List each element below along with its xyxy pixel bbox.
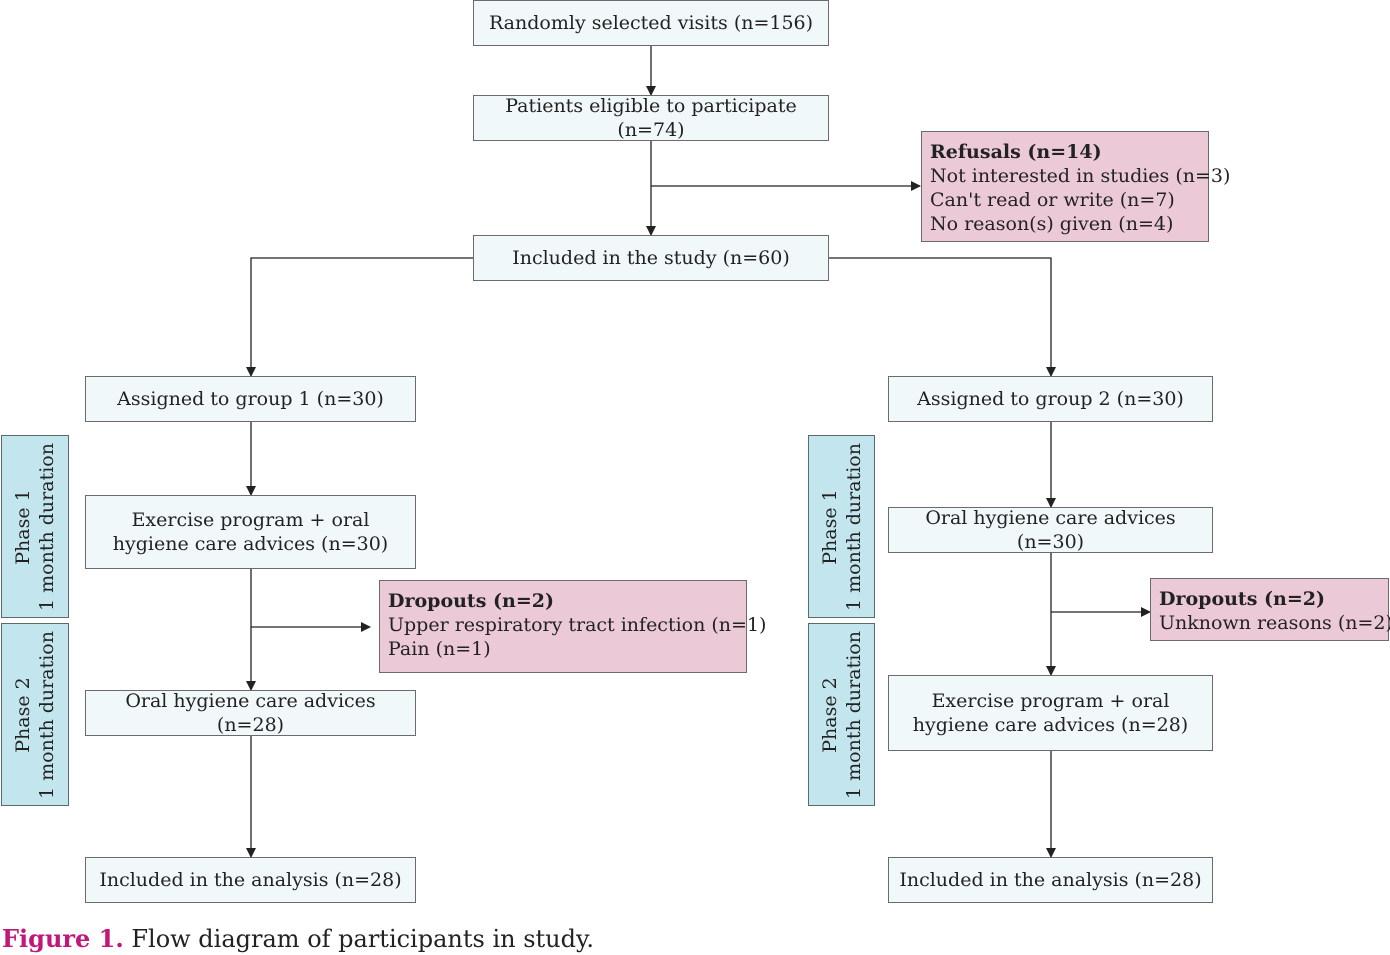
dropouts-title: Dropouts (n=2): [1159, 588, 1325, 610]
node-g2-phase2-intervention: Exercise program + oral hygiene care adv…: [888, 675, 1213, 751]
phase-duration: 1 month duration: [842, 442, 865, 611]
node-label: Exercise program + oral hygiene care adv…: [912, 690, 1189, 736]
node-included-in-study: Included in the study (n=60): [473, 235, 829, 281]
dropouts-box-group1: Dropouts (n=2) Upper respiratory tract i…: [379, 580, 767, 673]
refusals-title: Refusals (n=14): [930, 141, 1102, 163]
node-g1-included-in-analysis: Included in the analysis (n=28): [85, 857, 416, 903]
arrow-included-to-group1: [246, 257, 473, 377]
dropout-reason: Unknown reasons (n=2): [1159, 612, 1390, 634]
refusal-reason: Can't read or write (n=7): [930, 189, 1175, 211]
node-group1: Assigned to group 1 (n=30): [85, 376, 416, 422]
phase-duration: 1 month duration: [36, 442, 58, 611]
node-label: Randomly selected visits (n=156): [488, 12, 814, 34]
phase2-label-group1: Phase 2 1 month duration: [1, 623, 69, 806]
arrow-included-to-group2: [829, 257, 1056, 377]
refusals-box: Refusals (n=14) Not interested in studie…: [921, 131, 1231, 242]
phase-name: Phase 1: [12, 488, 34, 565]
refusal-reason: No reason(s) given (n=4): [930, 213, 1174, 235]
phase-name: Phase 2: [818, 676, 841, 753]
node-label: Exercise program + oral hygiene care adv…: [112, 509, 389, 555]
phase-duration: 1 month duration: [842, 630, 865, 799]
node-randomly-selected-visits: Randomly selected visits (n=156): [473, 0, 829, 46]
figure-caption: Figure 1. Flow diagram of participants i…: [2, 924, 594, 954]
figure-caption-text: Flow diagram of participants in study.: [131, 925, 594, 953]
node-label: Oral hygiene care advices (n=28): [125, 690, 376, 736]
node-eligible-patients: Patients eligible to participate (n=74): [473, 95, 829, 141]
node-g2-phase1-intervention: Oral hygiene care advices (n=30): [888, 507, 1213, 553]
node-group2: Assigned to group 2 (n=30): [888, 376, 1213, 422]
node-label: Oral hygiene care advices (n=30): [925, 507, 1176, 553]
dropout-reason: Pain (n=1): [388, 638, 491, 660]
phase1-label-group1: Phase 1 1 month duration: [1, 435, 69, 618]
phase-name: Phase 1: [818, 488, 841, 565]
phase2-label-group2: Phase 2 1 month duration: [808, 623, 875, 806]
node-label: Patients eligible to participate (n=74): [505, 95, 797, 141]
figure-number: Figure 1.: [2, 924, 124, 953]
node-label: Included in the analysis (n=28): [99, 869, 402, 891]
dropout-reason: Upper respiratory tract infection (n=1): [388, 614, 767, 636]
refusal-reason: Not interested in studies (n=3): [930, 165, 1231, 187]
node-label: Included in the study (n=60): [512, 247, 790, 269]
node-g2-included-in-analysis: Included in the analysis (n=28): [888, 857, 1213, 903]
node-label: Assigned to group 1 (n=30): [117, 388, 384, 410]
dropouts-title: Dropouts (n=2): [388, 590, 554, 612]
node-g1-phase2-intervention: Oral hygiene care advices (n=28): [85, 690, 416, 736]
node-label: Assigned to group 2 (n=30): [917, 388, 1184, 410]
phase1-label-group2: Phase 1 1 month duration: [808, 435, 875, 618]
phase-name: Phase 2: [12, 676, 34, 753]
phase-duration: 1 month duration: [36, 630, 58, 799]
node-g1-phase1-intervention: Exercise program + oral hygiene care adv…: [85, 495, 416, 569]
node-label: Included in the analysis (n=28): [899, 869, 1202, 891]
dropouts-box-group2: Dropouts (n=2) Unknown reasons (n=2): [1150, 578, 1390, 641]
